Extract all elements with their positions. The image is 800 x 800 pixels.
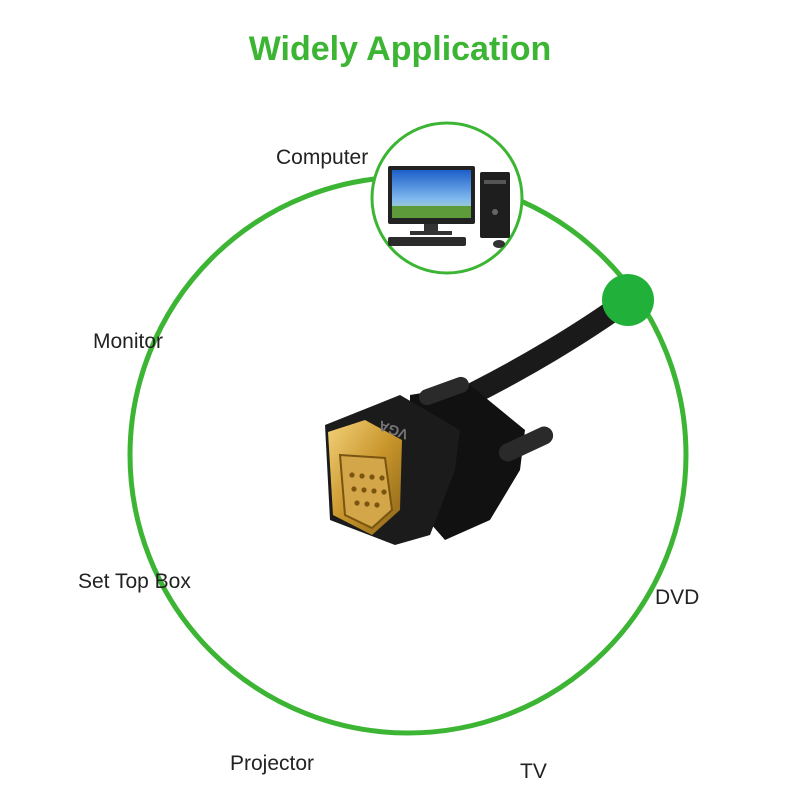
vga-cable: VGA: [325, 274, 654, 545]
device-circle-computer: [370, 121, 524, 275]
device-label-monitor: Monitor: [93, 330, 164, 353]
device-label-tv: TV: [520, 760, 547, 783]
page-title: Widely Application: [248, 30, 552, 68]
device-label-set-top-box: Set Top Box: [78, 570, 191, 593]
device-label-projector: Projector: [230, 752, 315, 775]
cable-end-dot: [602, 274, 654, 326]
device-label-computer: Computer: [276, 146, 369, 169]
device-label-dvd: DVD: [655, 586, 700, 609]
computer-icon: [388, 166, 510, 248]
